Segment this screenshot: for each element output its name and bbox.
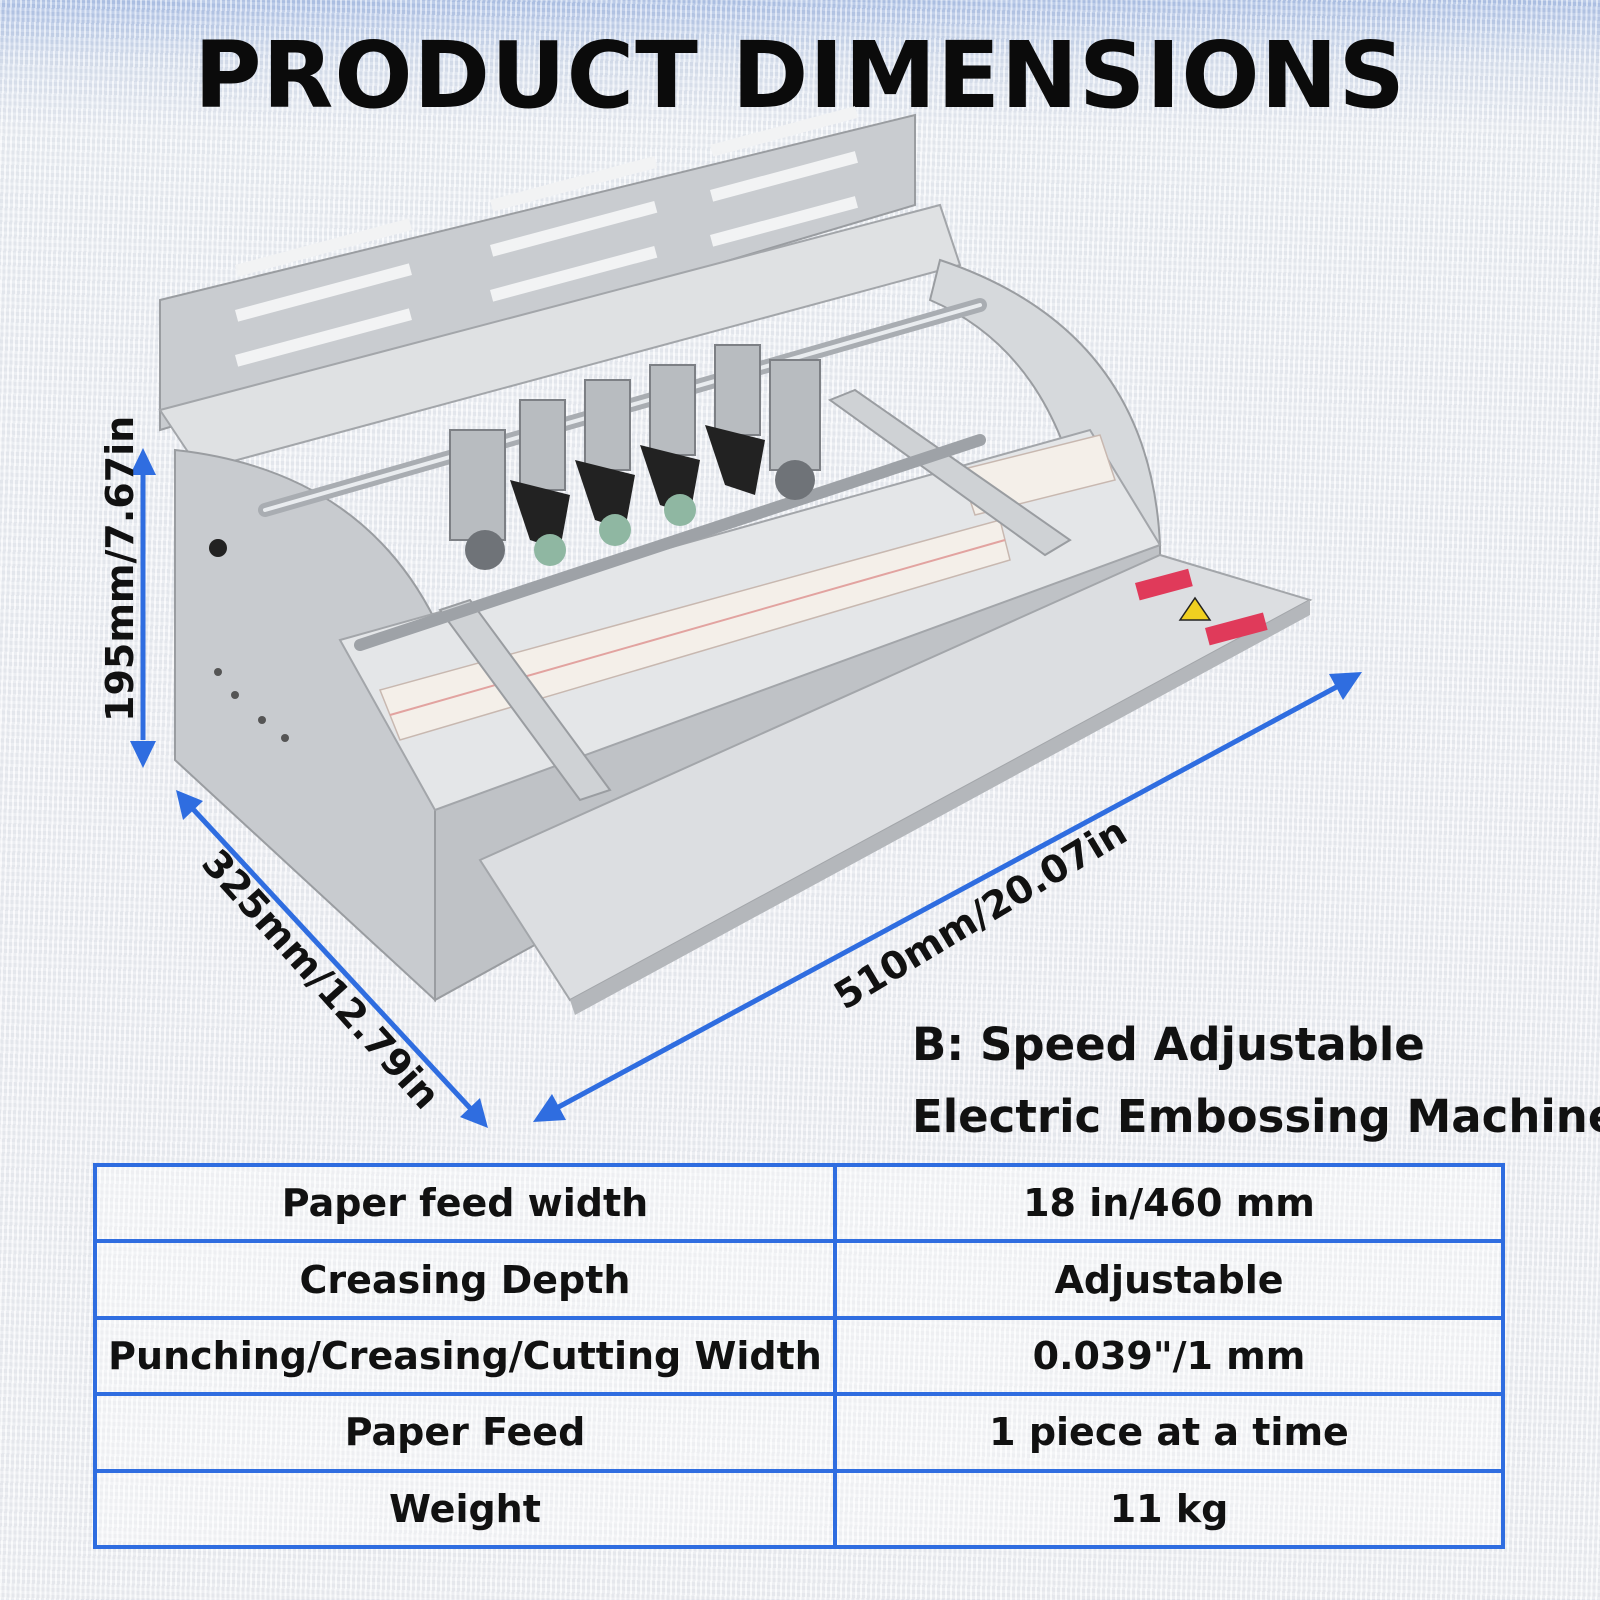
table-row: Paper feed width 18 in/460 mm	[93, 1162, 1505, 1244]
lower-shaft	[354, 434, 986, 651]
spec-value: 18 in/460 mm	[833, 1162, 1505, 1244]
table-row: Paper Feed 1 piece at a time	[93, 1392, 1505, 1473]
spec-label: Paper Feed	[93, 1392, 837, 1473]
embossing-machine-illustration	[130, 106, 1362, 1128]
spec-value: Adjustable	[833, 1239, 1505, 1320]
table-row: Creasing Depth Adjustable	[93, 1239, 1505, 1320]
spec-label: Paper feed width	[93, 1162, 837, 1244]
ruler-front	[378, 519, 1011, 741]
product-name-line1: B: Speed Adjustable	[912, 1018, 1425, 1071]
spec-value: 11 kg	[833, 1468, 1505, 1550]
specifications-table: Paper feed width 18 in/460 mm Creasing D…	[93, 1162, 1505, 1550]
warning-label	[1135, 568, 1193, 601]
spec-label: Weight	[93, 1468, 837, 1550]
table-row: Weight 11 kg	[93, 1468, 1505, 1550]
spec-label: Punching/Creasing/Cutting Width	[93, 1315, 837, 1397]
height-dimension-label: 195mm/7.67in	[98, 415, 142, 722]
spec-value: 0.039"/1 mm	[833, 1315, 1505, 1397]
width-arrow	[551, 681, 1344, 1113]
dimension-arrows	[130, 448, 1362, 1128]
page-title: PRODUCT DIMENSIONS	[194, 22, 1406, 129]
blade-holders	[449, 344, 821, 570]
power-switch	[209, 539, 227, 557]
warning-triangle-icon	[1178, 596, 1212, 621]
spec-label: Creasing Depth	[93, 1239, 837, 1320]
table-row: Punching/Creasing/Cutting Width 0.039"/1…	[93, 1315, 1505, 1397]
paper-guide-right	[827, 388, 1072, 557]
depth-arrow	[190, 806, 472, 1110]
product-name-line2: Electric Embossing Machine	[912, 1090, 1600, 1143]
spec-value: 1 piece at a time	[833, 1392, 1505, 1473]
paper-guide-left	[438, 598, 612, 802]
